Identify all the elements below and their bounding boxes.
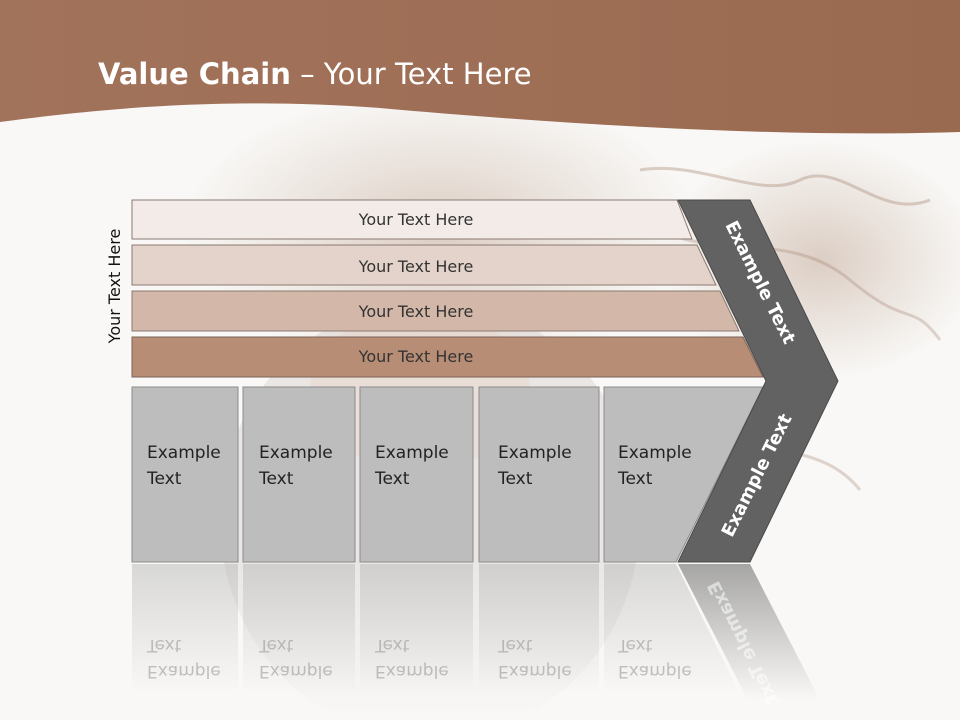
cell-1-reflect-line2: Text: [147, 635, 182, 655]
header-band: [0, 0, 960, 134]
cell-2-text-reflection: Example Text: [259, 632, 333, 684]
cell-4-reflect-line2: Text: [498, 635, 533, 655]
band-1[interactable]: [131, 199, 693, 240]
cell-2-line2: Text: [259, 469, 294, 489]
title-rest: – Your Text Here: [290, 57, 532, 91]
chevron-reflection: [678, 564, 820, 700]
cell-2-reflect-line2: Text: [259, 635, 294, 655]
cell-5-reflection: [604, 564, 740, 694]
cell-5-line2: Text: [618, 469, 653, 489]
cell-3[interactable]: [359, 386, 474, 563]
band-3-label: Your Text Here: [358, 302, 474, 321]
cell-5[interactable]: [603, 386, 764, 563]
band-1-label: Your Text Here: [358, 210, 474, 229]
cell-4-reflect-line1: Example: [498, 661, 572, 681]
cell-3-line2: Text: [375, 469, 410, 489]
cell-1-line1: Example: [147, 443, 221, 463]
cell-3-reflection: [360, 564, 473, 694]
cell-2-reflect-line1: Example: [259, 661, 333, 681]
band-2-label: Your Text Here: [358, 257, 474, 276]
cell-4-text-reflection: Example Text: [498, 632, 572, 684]
cell-2[interactable]: [242, 386, 356, 563]
band-4-label: Your Text Here: [358, 347, 474, 366]
cell-4-reflection: [479, 564, 599, 694]
cell-3-reflect-line2: Text: [375, 635, 410, 655]
cell-1-reflection: [132, 564, 238, 694]
cell-5-reflect-line2: Text: [618, 635, 653, 655]
cell-4-line1: Example: [498, 443, 572, 463]
cell-5-reflect-line1: Example: [618, 661, 692, 681]
cell-1[interactable]: [131, 386, 239, 563]
band-4[interactable]: [131, 336, 764, 378]
chevron[interactable]: [677, 199, 839, 563]
cell-5-line1: Example: [618, 443, 692, 463]
cell-4[interactable]: [478, 386, 600, 563]
page-title: Value Chain – Your Text Here: [98, 54, 532, 94]
band-2[interactable]: [131, 244, 717, 286]
cell-1-line2: Text: [147, 469, 182, 489]
cell-3-reflect-line1: Example: [375, 661, 449, 681]
cell-3-line1: Example: [375, 443, 449, 463]
cell-2-line1: Example: [259, 443, 333, 463]
cell-1-reflect-line1: Example: [147, 661, 221, 681]
title-bold: Value Chain: [98, 57, 291, 91]
cell-3-text-reflection: Example Text: [375, 632, 449, 684]
cell-1-text-reflection: Example Text: [147, 632, 221, 684]
cell-4-line2: Text: [498, 469, 533, 489]
cell-5-text-reflection: Example Text: [618, 632, 692, 684]
cell-2-reflection: [243, 564, 355, 694]
band-3[interactable]: [131, 290, 740, 332]
